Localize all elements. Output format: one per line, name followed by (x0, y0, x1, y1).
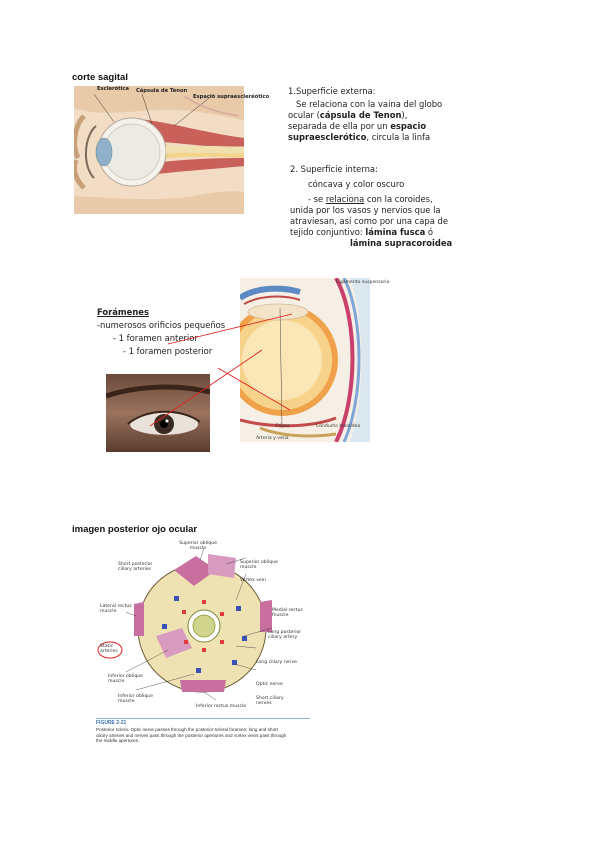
caption-divider (96, 718, 310, 719)
figure-caption: Posterior sclera. Optic nerve passes thr… (96, 727, 310, 744)
label-inferior-oblique-tendon: Inferior oblique muscle (118, 694, 154, 705)
heading-imagen-posterior: imagen posterior ojo ocular (72, 524, 197, 535)
label-static-arteries: Static arteries (100, 644, 122, 655)
label-long-posterior: Long posterior ciliary artery (268, 630, 304, 641)
label-optic-nerve: Optic nerve (256, 682, 283, 687)
label-short-posterior: Short posterior ciliary arteries (118, 562, 154, 573)
label-inferior-oblique-muscle: Inferior oblique muscle (108, 674, 148, 685)
label-short-ciliary: Short ciliary nerves (256, 696, 296, 707)
figure-title: FIGURE 2-21 (96, 720, 126, 726)
label-lateral-rectus: Lateral rectus muscle (100, 604, 134, 615)
label-superior-oblique-tendon: Superior oblique muscle (240, 560, 278, 571)
label-medial-rectus: Medial rectus muscle (272, 608, 306, 619)
label-vortex-vein: Vortex vein (240, 578, 266, 583)
label-superior-oblique-muscle: Superior oblique muscle (178, 541, 218, 552)
label-long-ciliary-nerve: Long ciliary nerve (256, 660, 297, 665)
label-inferior-rectus: Inferior rectus muscle (196, 704, 246, 709)
